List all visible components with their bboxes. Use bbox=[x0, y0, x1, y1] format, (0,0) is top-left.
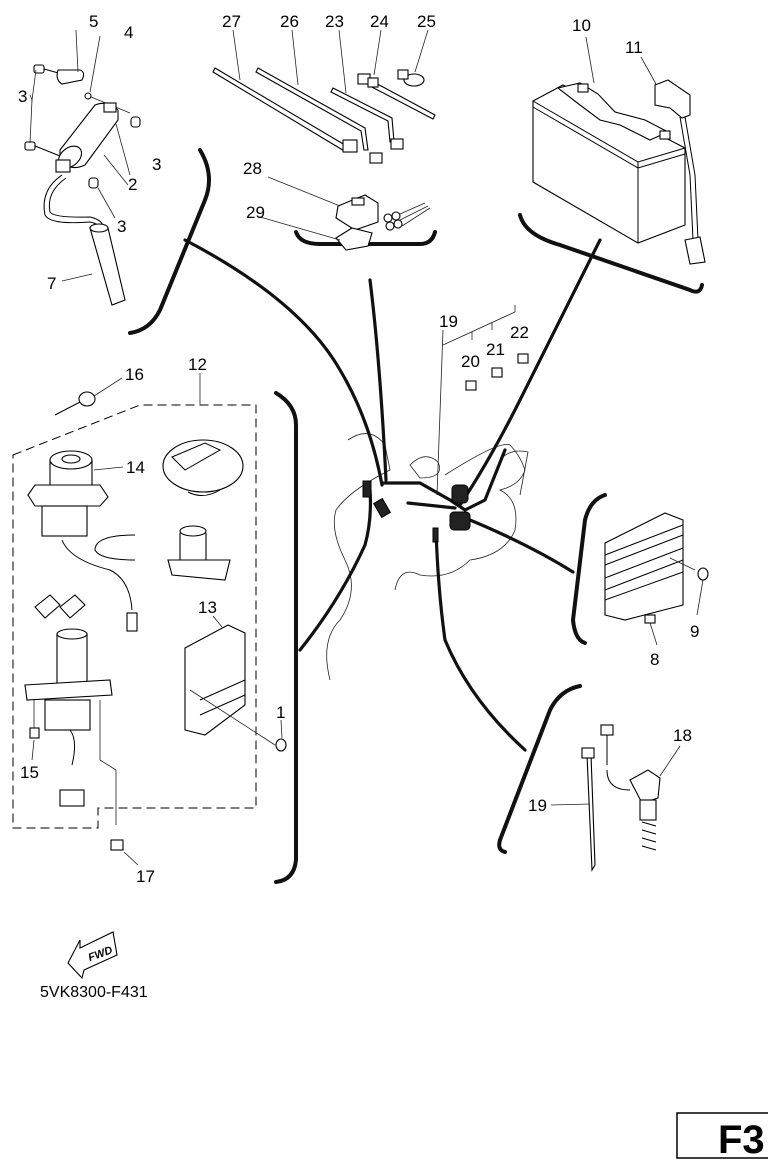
callout-7: 7 bbox=[47, 274, 56, 293]
coil-bracket bbox=[56, 69, 85, 85]
harness-connector-2 bbox=[451, 484, 469, 504]
cable-tie-19-head bbox=[581, 747, 595, 759]
page-badge-label: F3 bbox=[718, 1118, 765, 1162]
callout-24: 23 bbox=[325, 12, 344, 31]
cable-tie-24-head bbox=[390, 138, 404, 150]
callout-11: 11 bbox=[625, 38, 643, 57]
callout-25: 24 bbox=[370, 12, 389, 31]
plug-cap-nut-upper bbox=[130, 116, 141, 128]
wire-clip bbox=[94, 534, 136, 561]
callout-29: 28 bbox=[243, 159, 262, 178]
fuse-23 bbox=[517, 353, 529, 364]
callout-6: 5 bbox=[89, 12, 98, 31]
main-switch bbox=[27, 450, 138, 632]
bolt-17 bbox=[110, 839, 124, 851]
battery-group: 10 11 bbox=[518, 16, 706, 294]
coupler-cover-30 bbox=[335, 227, 373, 251]
fwd-arrow: FWD bbox=[67, 931, 118, 980]
callout-15: 15 bbox=[20, 763, 39, 782]
screw-1 bbox=[275, 738, 287, 752]
callout-3-upper: 3 bbox=[152, 155, 161, 174]
callout-20: 19 bbox=[439, 312, 458, 331]
callout-9: 9 bbox=[690, 622, 699, 641]
callout-19: 19 bbox=[528, 796, 547, 815]
callout-28: 27 bbox=[222, 12, 241, 31]
rectifier-group: 8 9 bbox=[570, 493, 709, 669]
harness-wires bbox=[183, 238, 602, 752]
cable-tie-28-head bbox=[342, 139, 358, 153]
callout-27: 26 bbox=[280, 12, 299, 31]
cable-tie-27-head bbox=[369, 152, 383, 164]
seat-lock bbox=[167, 525, 231, 581]
callout-21: 20 bbox=[461, 352, 480, 371]
callout-2: 2 bbox=[128, 175, 137, 194]
callout-26: 25 bbox=[417, 12, 436, 31]
callout-16: 16 bbox=[125, 365, 144, 384]
steering-lock bbox=[24, 594, 113, 807]
callout-17: 17 bbox=[136, 867, 155, 886]
harness-connector-1 bbox=[362, 480, 372, 498]
page-badge: F3 bbox=[676, 1112, 768, 1162]
neutral-switch bbox=[600, 724, 661, 851]
callout-30: 29 bbox=[246, 203, 265, 222]
callout-23: 22 bbox=[510, 323, 529, 342]
callout-8: 8 bbox=[650, 650, 659, 669]
cdi-unit bbox=[184, 624, 246, 736]
callout-14: 14 bbox=[126, 458, 145, 477]
connector bbox=[383, 202, 431, 231]
neutral-switch-group: 19 18 bbox=[497, 684, 692, 872]
callout-5: 4 bbox=[124, 23, 133, 42]
callout-10: 10 bbox=[572, 16, 591, 35]
callout-4: 3 bbox=[18, 87, 27, 106]
fuse-21 bbox=[465, 380, 477, 391]
ignition-coil bbox=[55, 102, 119, 173]
harness-connector-5 bbox=[432, 527, 439, 543]
callout-22: 21 bbox=[486, 340, 505, 359]
ignition-coil-group: 5 4 3 3 2 3 7 bbox=[18, 12, 211, 335]
bolt-lower bbox=[24, 141, 61, 157]
harness-connector-4 bbox=[372, 497, 392, 519]
callout-13: 13 bbox=[198, 598, 217, 617]
fuse-22 bbox=[491, 367, 503, 378]
bolt-9 bbox=[697, 567, 709, 581]
key-blank bbox=[54, 391, 96, 416]
harness-connector-3 bbox=[449, 511, 471, 531]
battery bbox=[532, 82, 686, 244]
clamp-26 bbox=[403, 73, 425, 87]
callout-3-lower: 3 bbox=[117, 217, 126, 236]
battery-terminal-cover bbox=[654, 79, 706, 265]
spark-plug-cap bbox=[89, 227, 126, 306]
fuel-cap bbox=[162, 439, 244, 496]
rectifier-regulator bbox=[604, 512, 684, 624]
coupler-cover-29 bbox=[335, 194, 379, 231]
drawing-code: 5VK8300-F431 bbox=[40, 984, 148, 1001]
lock-set-group: 12 16 14 bbox=[12, 355, 298, 886]
plug-cap-nut-lower bbox=[88, 177, 99, 189]
washer bbox=[84, 92, 92, 100]
cable-tie-group: 27 26 23 24 25 28 29 bbox=[212, 12, 437, 251]
callout-1: 1 bbox=[276, 703, 285, 722]
callout-12: 12 bbox=[188, 355, 207, 374]
screw-15 bbox=[29, 727, 40, 739]
fuse-group: 19 20 21 22 bbox=[436, 305, 529, 496]
callout-18: 18 bbox=[673, 726, 692, 745]
